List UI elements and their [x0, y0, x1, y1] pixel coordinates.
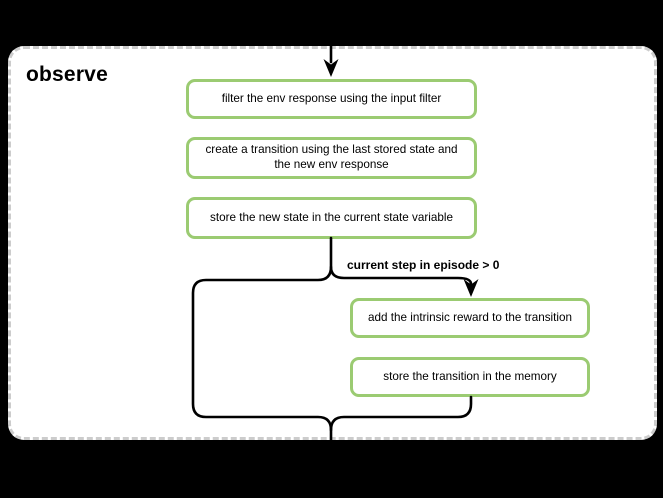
flow-node-store-new-state: store the new state in the current state… — [186, 197, 477, 239]
flow-node-label: store the new state in the current state… — [210, 210, 453, 224]
flow-node-label: filter the env response using the input … — [221, 91, 442, 105]
flow-node-label: store the transition in the memory — [383, 369, 557, 383]
flow-node-label: create a transition using the last store… — [205, 143, 458, 171]
flow-node-label: add the intrinsic reward to the transiti… — [368, 310, 572, 324]
condition-label: current step in episode > 0 — [347, 258, 500, 272]
flow-node-store-transition-memory: store the transition in the memory — [350, 357, 590, 397]
panel-title: observe — [26, 63, 108, 86]
flow-node-create-transition: create a transition using the last store… — [186, 137, 477, 179]
flow-node-add-intrinsic-reward: add the intrinsic reward to the transiti… — [350, 298, 590, 338]
flow-node-filter-env-response: filter the env response using the input … — [186, 79, 477, 119]
